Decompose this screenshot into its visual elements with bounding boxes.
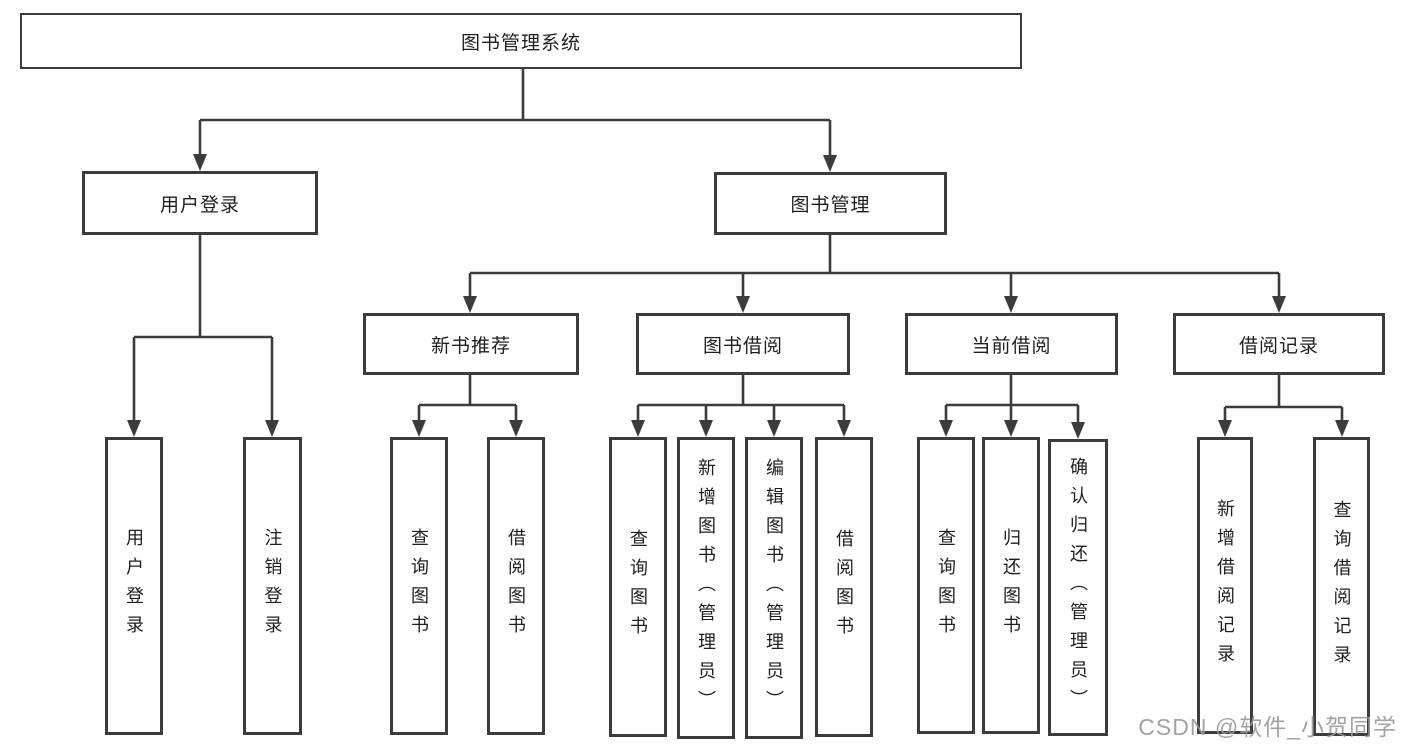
- node-borrow-records: 借阅记录: [1173, 313, 1385, 375]
- node-user-login-label: 用户登录: [159, 194, 240, 216]
- node-root-label: 图书管理系统: [460, 32, 581, 54]
- arrowhead-icon: [1272, 296, 1286, 313]
- arrowhead-icon: [736, 296, 750, 313]
- leaf-current-confirm-return-admin: 确认归还（管理员）: [1048, 439, 1108, 736]
- arrowhead-icon: [1218, 420, 1232, 437]
- leaf-newbook-borrow-books: 借阅图书: [487, 437, 545, 735]
- leaf-current-return-books: 归还图书: [982, 437, 1040, 734]
- leaf-user-login: 用户登录: [105, 437, 163, 735]
- leaf-record-query-borrow-record-label: 查询借阅记录: [1331, 499, 1352, 674]
- arrowhead-icon: [631, 420, 645, 437]
- node-current-borrowing: 当前借阅: [905, 313, 1118, 375]
- arrowhead-icon: [1071, 422, 1085, 439]
- leaf-current-query-books: 查询图书: [917, 437, 975, 734]
- node-borrow-records-label: 借阅记录: [1238, 335, 1319, 357]
- arrowhead-icon: [127, 420, 141, 437]
- leaf-current-return-books-label: 归还图书: [1001, 527, 1021, 644]
- leaf-logout-login: 注销登录: [243, 437, 302, 735]
- node-book-borrowing: 图书借阅: [636, 313, 850, 375]
- connector-userlogin-to-leaves: [132, 235, 274, 424]
- node-new-book-recommend: 新书推荐: [363, 313, 579, 375]
- leaf-borrowing-edit-books-admin-label: 编辑图书（管理员）: [764, 457, 784, 719]
- arrowhead-icon: [193, 154, 207, 171]
- arrowhead-icon: [509, 420, 523, 437]
- node-book-management-label: 图书管理: [790, 195, 871, 216]
- leaf-borrowing-borrow-books: 借阅图书: [815, 437, 873, 737]
- node-user-login: 用户登录: [82, 171, 318, 235]
- leaf-borrowing-add-books-admin-label: 新增图书（管理员）: [696, 457, 716, 719]
- arrowhead-icon: [1004, 420, 1018, 437]
- arrowhead-icon: [1004, 296, 1018, 313]
- leaf-borrowing-edit-books-admin: 编辑图书（管理员）: [745, 437, 803, 739]
- leaf-newbook-borrow-books-label: 借阅图书: [506, 528, 526, 644]
- arrowhead-icon: [837, 420, 851, 437]
- node-new-book-recommend-label: 新书推荐: [430, 335, 511, 357]
- connector-bookmgmt-to-level3: [468, 235, 1281, 300]
- leaf-record-query-borrow-record: 查询借阅记录: [1313, 437, 1370, 736]
- arrowhead-icon: [939, 420, 953, 437]
- leaf-user-login-label: 用户登录: [124, 528, 144, 644]
- leaf-newbook-query-books-label: 查询图书: [409, 528, 429, 644]
- leaf-current-confirm-return-admin-label: 确认归还（管理员）: [1068, 457, 1088, 718]
- node-root-system: 图书管理系统: [20, 13, 1022, 69]
- node-current-borrowing-label: 当前借阅: [971, 335, 1052, 357]
- connector-bookborrow-to-leaves: [636, 375, 846, 424]
- leaf-borrowing-query-books-label: 查询图书: [628, 529, 648, 645]
- connector-borrowrecord-to-leaves: [1223, 375, 1344, 424]
- arrowhead-icon: [1335, 420, 1349, 437]
- csdn-watermark: CSDN @软件_小贺同学: [1138, 714, 1397, 740]
- leaf-borrowing-add-books-admin: 新增图书（管理员）: [677, 437, 735, 739]
- connector-newbook-to-leaves: [417, 375, 518, 424]
- arrowhead-icon: [699, 420, 713, 437]
- leaf-borrowing-query-books: 查询图书: [609, 437, 667, 737]
- arrowhead-icon: [265, 420, 279, 437]
- node-book-management: 图书管理: [714, 172, 947, 235]
- leaf-logout-login-label: 注销登录: [262, 528, 283, 644]
- arrowhead-icon: [412, 420, 426, 437]
- connector-root-to-level2: [198, 69, 832, 158]
- leaf-borrowing-borrow-books-label: 借阅图书: [834, 529, 854, 645]
- arrowhead-icon: [823, 155, 837, 172]
- connector-currentborrow-to-leaves: [944, 375, 1080, 424]
- arrowhead-icon: [463, 296, 477, 313]
- leaf-record-add-borrow-record-label: 新增借阅记录: [1215, 498, 1235, 673]
- node-book-borrowing-label: 图书借阅: [702, 335, 783, 357]
- leaf-record-add-borrow-record: 新增借阅记录: [1197, 437, 1253, 734]
- leaf-newbook-query-books: 查询图书: [390, 437, 448, 735]
- arrowhead-icon: [767, 420, 781, 437]
- leaf-current-query-books-label: 查询图书: [936, 527, 956, 644]
